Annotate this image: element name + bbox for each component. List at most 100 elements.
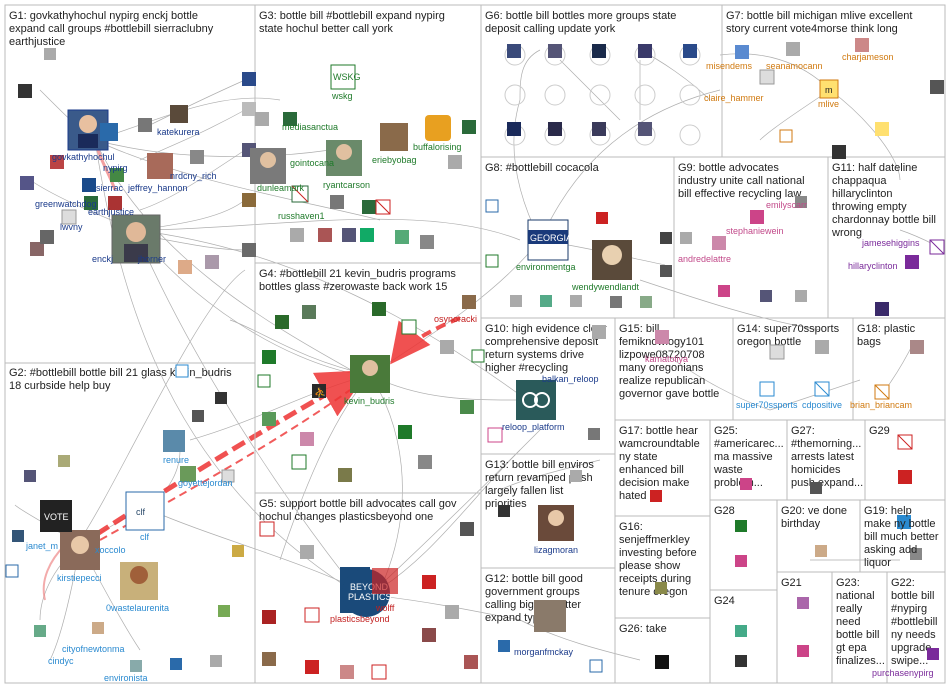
svg-text:WSKG: WSKG [333, 72, 361, 82]
label-greenwatchdog: greenwatchdog [35, 199, 97, 209]
label-seanamocann: seanamocann [766, 61, 823, 71]
avatar-mlive [819, 79, 839, 99]
group-box-g22 [886, 571, 946, 684]
avatar-jeffrey [147, 153, 173, 179]
avatar-earthjustice [84, 196, 98, 210]
group-label-g29: G29 [869, 425, 890, 437]
avatar-morganfmckay [534, 600, 566, 632]
label-eriebyobag: eriebyobag [372, 155, 417, 165]
svg-text:clf: clf [136, 507, 145, 517]
svg-text:BEYOND: BEYOND [350, 582, 389, 592]
label-kamatoliya: kamatoliya [645, 354, 688, 364]
svg-text:m: m [825, 85, 833, 95]
label-cdpositive: cdpositive [802, 400, 842, 410]
avatar-buffalorising [425, 115, 451, 141]
label-nrdcny_rich: nrdcny_rich [170, 171, 217, 181]
label-kevin_budris: kevin_budris [344, 396, 395, 406]
label-wolff: wolff [375, 603, 395, 613]
group-label-g26: G26: take [619, 623, 667, 635]
group-label-g2: G2: #bottlebill bottle bill 21 glass kev… [9, 367, 232, 392]
g6-node-grid [504, 44, 701, 146]
label-renure: renure [163, 455, 189, 465]
label-govkathyhochul: govkathyhochul [52, 152, 115, 162]
label-buffalorising: buffalorising [413, 142, 461, 152]
label-osynoracki: osynoracki [434, 314, 477, 324]
label-wskg: wskg [331, 91, 353, 101]
label-cindyc: cindyc [48, 656, 74, 666]
label-jhorner: jhorner [137, 254, 166, 264]
group-label-g3: G3: bottle bill #bottlebill expand nypir… [259, 10, 445, 35]
group-label-g4: G4: #bottlebill 21 kevin_budris programs… [259, 268, 456, 293]
label-0wastelaurenita: 0wastelaurenita [106, 603, 169, 613]
label-purchasenypirg: purchasenypirg [872, 668, 934, 678]
label-sierrac: sierrac [96, 183, 124, 193]
avatar-eriebyobag [380, 123, 408, 151]
label-gointocana: gointocana [290, 158, 334, 168]
label-nypirg: nypirg [103, 163, 128, 173]
avatar-vote [40, 500, 72, 532]
label-ryantcarson: ryantcarson [323, 180, 370, 190]
label-wendywendlandt: wendywendlandt [571, 282, 640, 292]
label-mediasanctua: mediasanctua [282, 122, 338, 132]
label-brian_briancam: brian_briancam [850, 400, 912, 410]
label-environmentga: environmentga [516, 262, 576, 272]
label-goyettejordan: goyettejordan [178, 478, 233, 488]
label-dunleamark: dunleamark [257, 183, 305, 193]
label-misendems: misendems [706, 61, 753, 71]
group-label-g8: G8: #bottlebill cocacola [485, 162, 600, 174]
label-lizagmoran: lizagmoran [534, 545, 578, 555]
avatar-renure [163, 430, 185, 452]
group-label-g28: G28 [714, 505, 735, 517]
label-katekurera: katekurera [157, 127, 200, 137]
label-janet_m: janet_m [25, 541, 58, 551]
group-boxes [4, 4, 946, 684]
svg-text:PLASTICS: PLASTICS [348, 592, 392, 602]
svg-text:VOTE: VOTE [44, 512, 69, 522]
label-jeffrey_hannon: jeffrey_hannon [127, 183, 187, 193]
label-charjameson: charjameson [842, 52, 894, 62]
label-clf: clf [140, 532, 149, 542]
label-russhaven1: russhaven1 [278, 211, 325, 221]
avatar-nypirg [100, 123, 118, 141]
label-enckj: enckj [92, 254, 113, 264]
group-label-g5: G5: support bottle bill advocates call g… [259, 498, 457, 523]
svg-text:GEORGIA: GEORGIA [530, 233, 572, 243]
label-xoccolo: xoccolo [95, 545, 126, 555]
label-balkan_reloop: balkan_reloop [542, 374, 599, 384]
handle-labels: govkathyhochul nypirg sierrac jeffrey_ha… [25, 52, 934, 683]
avatar-sierrac [82, 178, 96, 192]
label-claire_hammer: claire_hammer [704, 93, 764, 103]
label-emilyscarr: emilyscarr [766, 200, 807, 210]
avatar-wskg [330, 64, 356, 90]
label-morganfmckay: morganfmckay [514, 647, 574, 657]
label-andredelattre: andredelattre [678, 254, 731, 264]
avatar-nrdc [190, 150, 204, 164]
group-label-g7: G7: bottle bill michigan mlive excellent… [726, 10, 912, 35]
group-label-g21: G21 [781, 577, 802, 589]
label-environista: environista [104, 673, 148, 683]
label-lwvny: lwvny [60, 222, 83, 232]
label-earthjustice: earthjustice [88, 207, 134, 217]
label-stephaniewein: stephaniewein [726, 226, 784, 236]
node-layer: clf VOTE WSKG [5, 38, 945, 680]
svg-text:⛹: ⛹ [314, 386, 326, 399]
avatar-katekurera [170, 105, 188, 123]
label-reloop_platform: reloop_platform [502, 422, 565, 432]
group-box-g8 [480, 156, 675, 319]
